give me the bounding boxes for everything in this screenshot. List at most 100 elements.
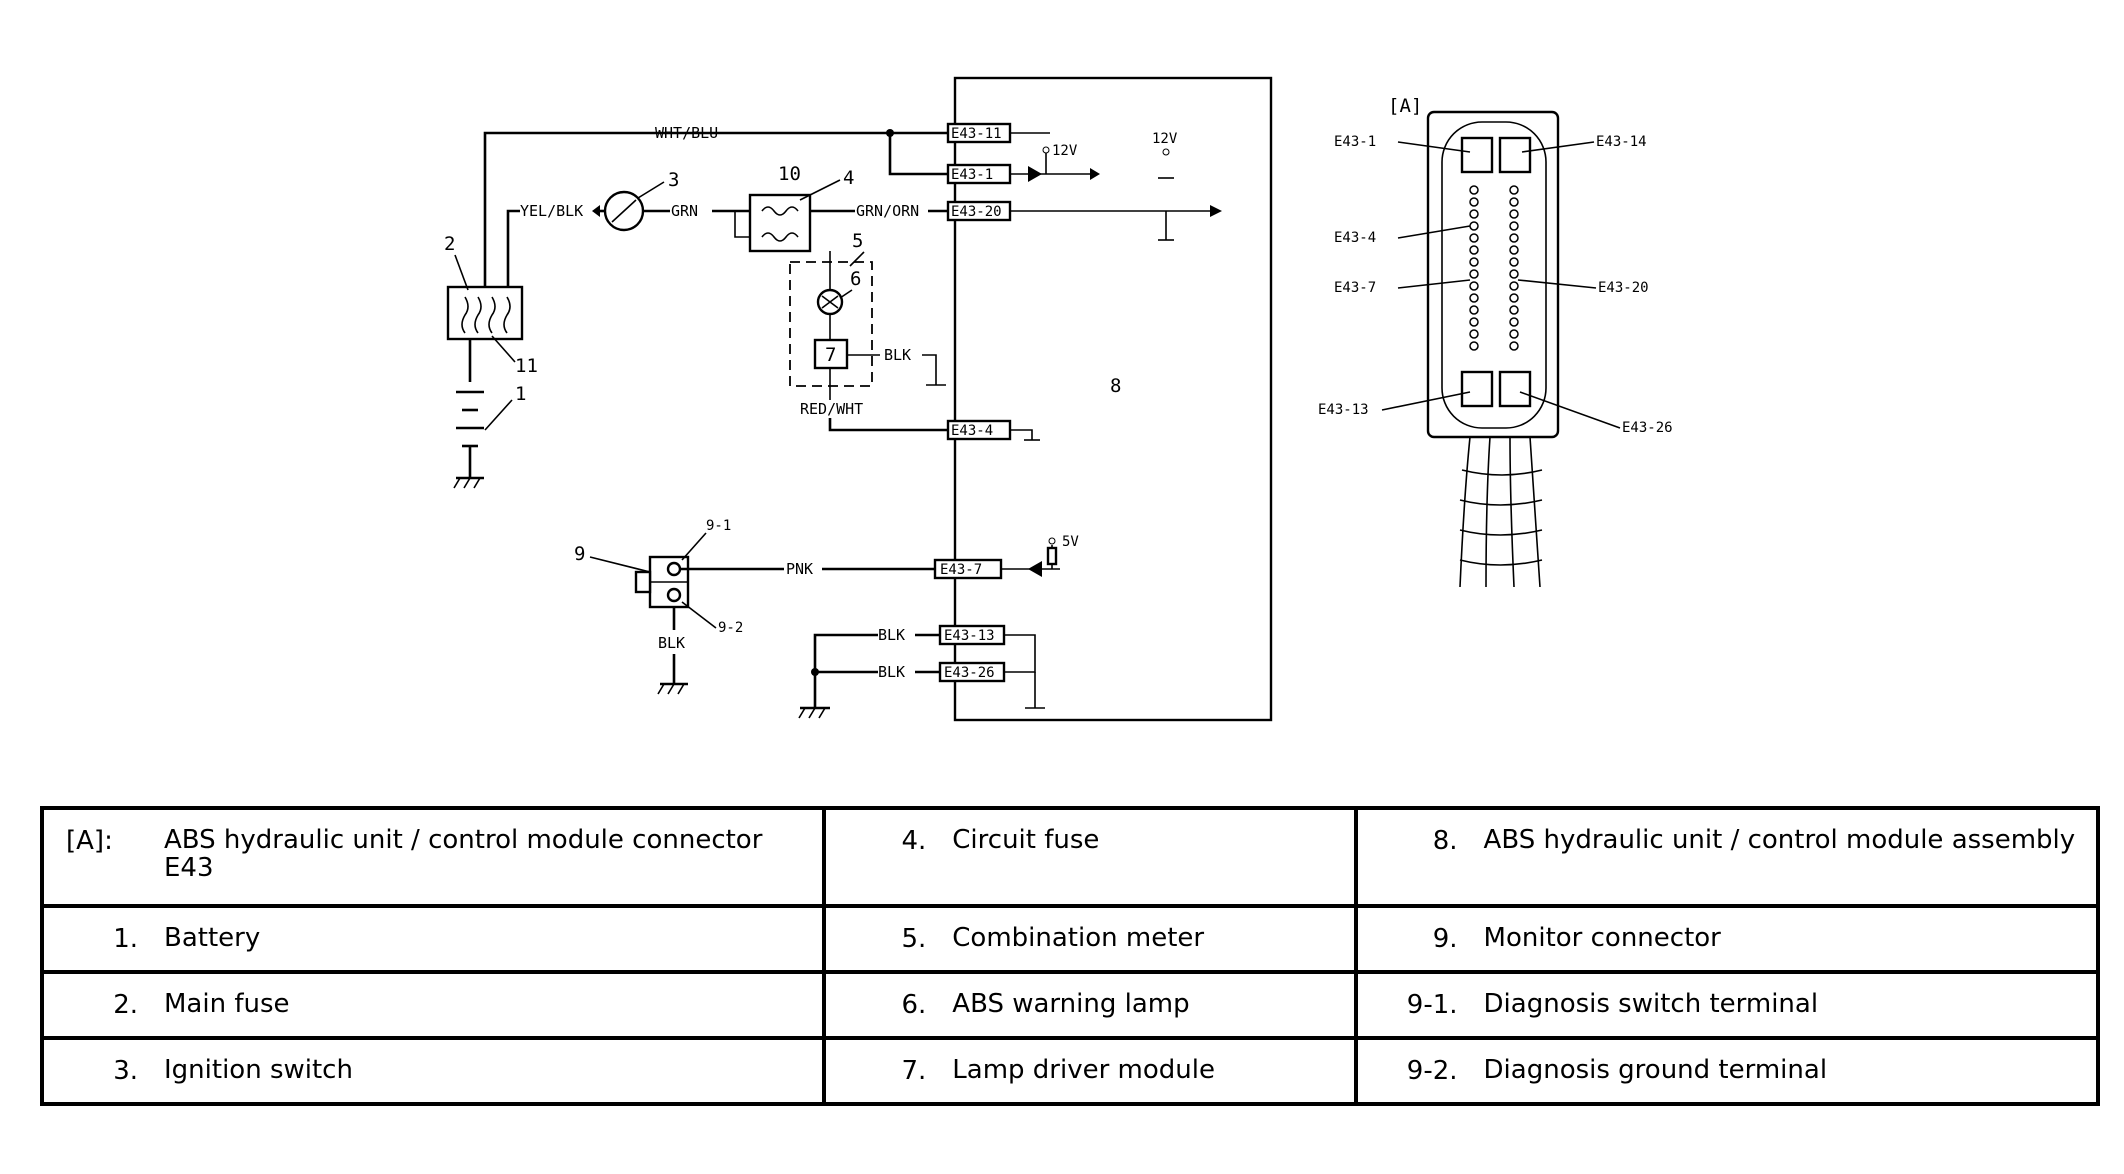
legend-cell: 3.Ignition switch xyxy=(39,1036,827,1106)
legend-text: Diagnosis ground terminal xyxy=(1483,1055,1828,1085)
callout-line xyxy=(484,399,513,431)
callout-2: 2 xyxy=(444,233,455,255)
callout-line xyxy=(637,181,665,199)
label-red-wht: RED/WHT xyxy=(800,400,863,418)
callout-7: 7 xyxy=(825,344,836,366)
wire-blk-gnd1 xyxy=(813,633,878,708)
lamp-filament-icon xyxy=(821,295,839,309)
callout-line xyxy=(1521,141,1595,153)
ground-hatch-icon xyxy=(657,683,685,695)
connector-large-pin-icon xyxy=(1460,370,1494,408)
diode-icon xyxy=(1028,561,1042,577)
terminal-e43-1-label: E43-1 xyxy=(951,167,993,183)
callout-4: 4 xyxy=(843,167,854,189)
wire-blk-lamp-gnd xyxy=(922,354,937,385)
label-grn-orn: GRN/ORN xyxy=(856,202,919,220)
voltage-12v-a: 12V xyxy=(1052,143,1078,159)
callout-9-1: 9-1 xyxy=(706,518,731,534)
callout-line xyxy=(454,254,469,291)
legend-row: 3.Ignition switch 7. Lamp driver module 9… xyxy=(39,1036,2101,1106)
legend-key: 8. xyxy=(1432,826,1458,856)
callout-line xyxy=(839,289,853,299)
legend-key: 6. xyxy=(901,990,927,1020)
wiring-diagram: WHT/BLU E43-11 E43-1 12V 12V 2 11 YEL/BL… xyxy=(444,76,1673,722)
callout-9: 9 xyxy=(574,543,585,565)
label-blk-monitor: BLK xyxy=(658,634,685,652)
connector-e43-body xyxy=(1426,110,1560,439)
legend-row: 2. Main fuse 6. ABS warning lamp 9-1.Diagn… xyxy=(39,970,2101,1040)
ground-hatch-icon xyxy=(453,477,481,489)
callout-line xyxy=(1519,391,1621,429)
legend-text: ABS hydraulic unit / control module conn… xyxy=(164,825,763,883)
harness-wrap-icon xyxy=(1459,469,1543,566)
terminal-e43-11-label: E43-11 xyxy=(951,126,1002,142)
legend-cell: 8.ABS hydraulic unit / control module as… xyxy=(1353,806,2101,908)
legend-table: [A]: ABS hydraulic unit / control module … xyxy=(39,806,2101,1106)
label-yel-blk: YEL/BLK xyxy=(520,202,583,220)
legend-text: Circuit fuse xyxy=(952,825,1100,855)
callout-8: 8 xyxy=(1110,375,1121,397)
connector-large-pin-icon xyxy=(1498,136,1532,174)
terminal-e43-4-label: E43-4 xyxy=(951,423,993,439)
legend-cell: 9-1.Diagnosis switch terminal xyxy=(1353,970,2101,1040)
legend-cell: 4. Circuit fuse xyxy=(822,806,1358,908)
wire-wht-blu xyxy=(483,131,948,305)
terminal-e43-20-label: E43-20 xyxy=(951,204,1002,220)
pin-label-e43-14: E43-14 xyxy=(1596,134,1647,150)
wire-wht-blu-branch xyxy=(888,133,948,176)
legend-text: ABS warning lamp xyxy=(952,989,1190,1019)
legend-key: 7. xyxy=(901,1056,927,1086)
ignition-switch-contact-icon xyxy=(611,199,637,223)
callout-line xyxy=(589,556,651,573)
callout-line xyxy=(1397,141,1471,153)
callout-line xyxy=(1381,391,1471,411)
monitor-connector-tab xyxy=(634,570,652,594)
legend-key: [A]: xyxy=(66,826,113,856)
callout-line xyxy=(681,601,717,629)
callout-1: 1 xyxy=(515,383,526,405)
label-pnk: PNK xyxy=(786,560,813,578)
legend-cell: 9. Monitor connector xyxy=(1353,904,2101,974)
legend-key: 4. xyxy=(901,826,927,856)
legend-cell: 6. ABS warning lamp xyxy=(822,970,1358,1040)
label-grn: GRN xyxy=(671,202,698,220)
legend-text: Lamp driver module xyxy=(952,1055,1215,1085)
label-blk-lamp: BLK xyxy=(884,346,911,364)
pin-label-e43-26: E43-26 xyxy=(1622,420,1673,436)
callout-line xyxy=(849,251,865,267)
legend-key: 2. xyxy=(113,990,138,1020)
terminal-e43-13-label: E43-13 xyxy=(944,628,995,644)
connector-large-pin-icon xyxy=(1498,370,1532,408)
fuse-element-icon xyxy=(461,296,511,334)
callout-9-2: 9-2 xyxy=(718,620,743,636)
legend-key: 9-1. xyxy=(1406,990,1458,1020)
legend-key: 9-2. xyxy=(1406,1056,1458,1086)
circuit-fuse-box xyxy=(748,193,812,253)
connector-small-pins xyxy=(1469,185,1519,351)
callout-line xyxy=(681,532,707,561)
callout-line xyxy=(1397,279,1471,289)
fuse-element-icon xyxy=(761,206,799,242)
pin-label-e43-7: E43-7 xyxy=(1334,280,1376,296)
legend-text: Battery xyxy=(164,923,261,953)
legend-cell: 5.Combination meter xyxy=(822,904,1358,974)
voltage-12v-b: 12V xyxy=(1152,131,1178,147)
legend-text: Monitor connector xyxy=(1483,923,1721,953)
supply-node-icon xyxy=(1042,146,1050,154)
label-blk-gnd2: BLK xyxy=(878,663,905,681)
legend-text: Ignition switch xyxy=(164,1055,353,1085)
legend-key: 1. xyxy=(113,924,138,954)
combination-meter-box xyxy=(789,261,873,387)
wire-red-wht xyxy=(828,418,948,432)
legend-key: 9. xyxy=(1432,924,1458,954)
terminal-e43-26-label: E43-26 xyxy=(944,665,995,681)
callout-line xyxy=(491,335,516,363)
arrow-icon xyxy=(1210,205,1222,217)
legend-cell: 2. Main fuse xyxy=(39,970,827,1040)
pin-label-e43-1: E43-1 xyxy=(1334,134,1376,150)
legend-cell: 9-2. Diagnosis ground terminal xyxy=(1353,1036,2101,1106)
legend-text: Main fuse xyxy=(164,989,290,1019)
resistor-icon xyxy=(1046,546,1058,566)
wire-internal xyxy=(1004,634,1036,673)
legend-text: Combination meter xyxy=(952,923,1205,953)
